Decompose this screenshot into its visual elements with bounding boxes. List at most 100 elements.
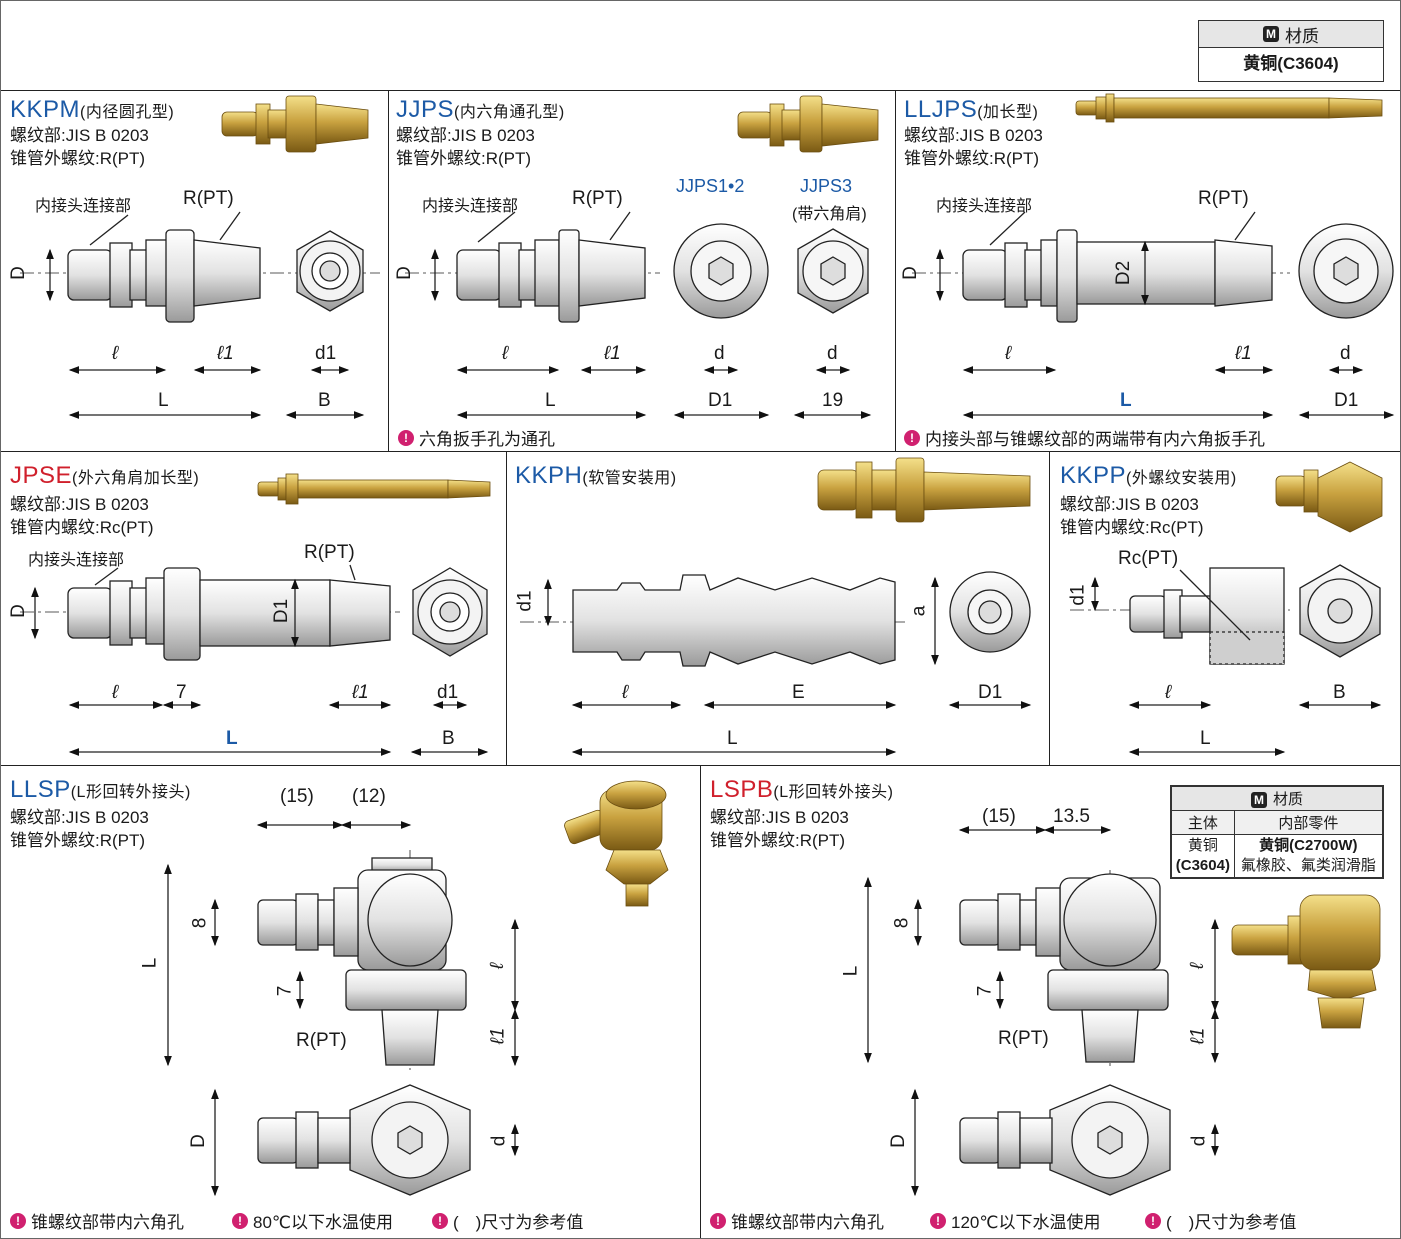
- jpse-l-label: ℓ: [112, 682, 119, 703]
- jjps-variant-3: JJPS3: [800, 176, 853, 196]
- kkpm-photo: [221, 95, 369, 153]
- lspb-L-label: L: [840, 965, 862, 977]
- kkpp-l-label: ℓ: [1165, 682, 1172, 703]
- note-marker-icon: !: [398, 429, 414, 446]
- kkpm-B-label: B: [318, 390, 331, 411]
- kkpm-rpt-label: R(PT): [183, 188, 234, 209]
- lljps-D-label: D: [899, 266, 921, 280]
- lspb-note-2-text: 120℃以下水温使用: [951, 1213, 1101, 1232]
- note-marker-icon: !: [232, 1212, 248, 1229]
- jpse-pipe: 锥管内螺纹:Rc(PT): [10, 518, 154, 537]
- lljps-thread: 螺纹部:JIS B 0203: [904, 126, 1043, 145]
- jjps-pipe: 锥管外螺纹:R(PT): [396, 149, 532, 168]
- lspb-D-label: D: [887, 1134, 909, 1148]
- jjps-l-label: ℓ: [502, 343, 509, 364]
- kkpm-D-label: D: [7, 266, 29, 280]
- kkpm-thread: 螺纹部:JIS B 0203: [10, 126, 149, 145]
- lspb-material-header: 材质: [1272, 791, 1303, 808]
- llsp-spec: 螺纹部:JIS B 0203 锥管外螺纹:R(PT): [10, 806, 149, 852]
- jjps-D1-label: D1: [708, 390, 733, 411]
- llsp-7-label: 7: [274, 985, 296, 997]
- llsp-15-label: (15): [280, 786, 314, 807]
- llsp-note-1: !锥螺纹部带内六角孔: [10, 1208, 184, 1233]
- note-marker-icon: !: [904, 429, 920, 446]
- kkph-title: KKPH(软管安装用): [515, 462, 677, 490]
- kkph-photo: [817, 457, 1031, 523]
- jpse-subtitle: (外六角肩加长型): [72, 470, 200, 487]
- kkpp-subtitle: (外螺纹安装用): [1126, 470, 1237, 487]
- llsp-note-2-text: 80℃以下水温使用: [253, 1213, 394, 1232]
- jjps-code: JJPS: [396, 96, 455, 123]
- lspb-material-body2: (C3604): [1175, 857, 1230, 874]
- lspb-15-label: (15): [982, 806, 1016, 827]
- lljps-note-text: 内接头部与锥螺纹部的两端带有内六角扳手孔: [925, 430, 1265, 449]
- jpse-7-label: 7: [176, 682, 187, 703]
- kkpm-d1-label: d1: [315, 343, 337, 364]
- lljps-l1-label: ℓ1: [1235, 343, 1252, 364]
- lljps-photo: [1075, 93, 1383, 123]
- kkph-drawing: [520, 571, 1032, 756]
- jjps-photo: [737, 95, 879, 153]
- lljps-drawing: [912, 211, 1395, 419]
- lspb-subtitle: (L形回转外接头): [773, 784, 894, 801]
- jpse-thread: 螺纹部:JIS B 0203: [10, 495, 149, 514]
- lspb-note-1: ! 锥螺纹部带内六角孔: [710, 1208, 884, 1233]
- jjps-note: !六角扳手孔为通孔: [398, 425, 555, 450]
- jpse-photo: [257, 473, 491, 505]
- note-marker-icon: !: [432, 1212, 448, 1229]
- jjps-d-label-3: d: [827, 343, 838, 364]
- lljps-note: ! 内接头部与锥螺纹部的两端带有内六角扳手孔: [904, 425, 1265, 450]
- jpse-d1-label: d1: [437, 682, 459, 703]
- jjps-thread: 螺纹部:JIS B 0203: [396, 126, 535, 145]
- lspb-material-body1: 黄铜: [1187, 837, 1218, 854]
- kkpm-L-label: L: [158, 390, 169, 411]
- kkph-D1-label: D1: [978, 682, 1003, 703]
- jpse-l1-label: ℓ1: [352, 682, 369, 703]
- kkpp-spec: 螺纹部:JIS B 0203 锥管内螺纹:Rc(PT): [1060, 493, 1204, 539]
- lljps-conn-label: 内接头连接部: [936, 198, 1033, 215]
- llsp-D-label: D: [187, 1134, 209, 1148]
- llsp-thread: 螺纹部:JIS B 0203: [10, 808, 149, 827]
- jpse-rpt-label: R(PT): [304, 542, 355, 563]
- jjps-d-label-1: d: [714, 343, 725, 364]
- lspb-note-1-text: 锥螺纹部带内六角孔: [731, 1213, 884, 1232]
- note-marker-icon: !: [710, 1212, 726, 1229]
- lspb-title: LSPB(L形回转外接头): [710, 776, 893, 804]
- lspb-material-col1: 主体: [1171, 810, 1235, 835]
- kkph-code: KKPH: [515, 462, 583, 489]
- lspb-rpt-label: R(PT): [998, 1028, 1049, 1049]
- kkpp-d1-label: d1: [1067, 584, 1089, 606]
- llsp-pipe: 锥管外螺纹:R(PT): [10, 831, 146, 850]
- kkpp-L-label: L: [1200, 728, 1211, 749]
- jpse-title: JPSE(外六角肩加长型): [10, 462, 199, 490]
- jpse-L-label: L: [226, 728, 238, 749]
- kkpp-title: KKPP(外螺纹安装用): [1060, 462, 1237, 490]
- jjps-drawing: [405, 211, 872, 419]
- lspb-d-label: d: [1188, 1135, 1210, 1147]
- jpse-code: JPSE: [10, 462, 73, 489]
- lspb-pipe: 锥管外螺纹:R(PT): [710, 831, 846, 850]
- lspb-135-label: 13.5: [1053, 806, 1090, 827]
- lljps-code: LLJPS: [904, 96, 978, 123]
- llsp-rpt-label: R(PT): [296, 1030, 347, 1051]
- kkpp-code: KKPP: [1060, 462, 1127, 489]
- lljps-title: LLJPS(加长型): [904, 96, 1038, 124]
- jjps-l1-label: ℓ1: [604, 343, 621, 364]
- jjps-variant-3-sub: (带六角肩): [792, 206, 867, 223]
- jjps-D-label: D: [393, 266, 415, 280]
- kkpp-drawing: [1070, 564, 1382, 756]
- kkph-subtitle: (软管安装用): [582, 470, 677, 487]
- jjps-subtitle: (内六角通孔型): [454, 104, 565, 121]
- lljps-spec: 螺纹部:JIS B 0203 锥管外螺纹:R(PT): [904, 124, 1043, 170]
- lspb-material-col2: 内部零件: [1233, 810, 1384, 835]
- llsp-note-1-text: 锥螺纹部带内六角孔: [31, 1213, 184, 1232]
- llsp-subtitle: (L形回转外接头): [70, 784, 191, 801]
- jpse-D1-label: D1: [271, 598, 293, 624]
- lljps-subtitle: (加长型): [977, 104, 1039, 121]
- material-value: 黄铜(C3604): [1243, 54, 1339, 73]
- llsp-note-2: ! 80℃以下水温使用: [232, 1208, 393, 1233]
- lljps-L-label: L: [1120, 390, 1132, 411]
- llsp-note-3-text: ( )尺寸为参考值: [453, 1213, 584, 1232]
